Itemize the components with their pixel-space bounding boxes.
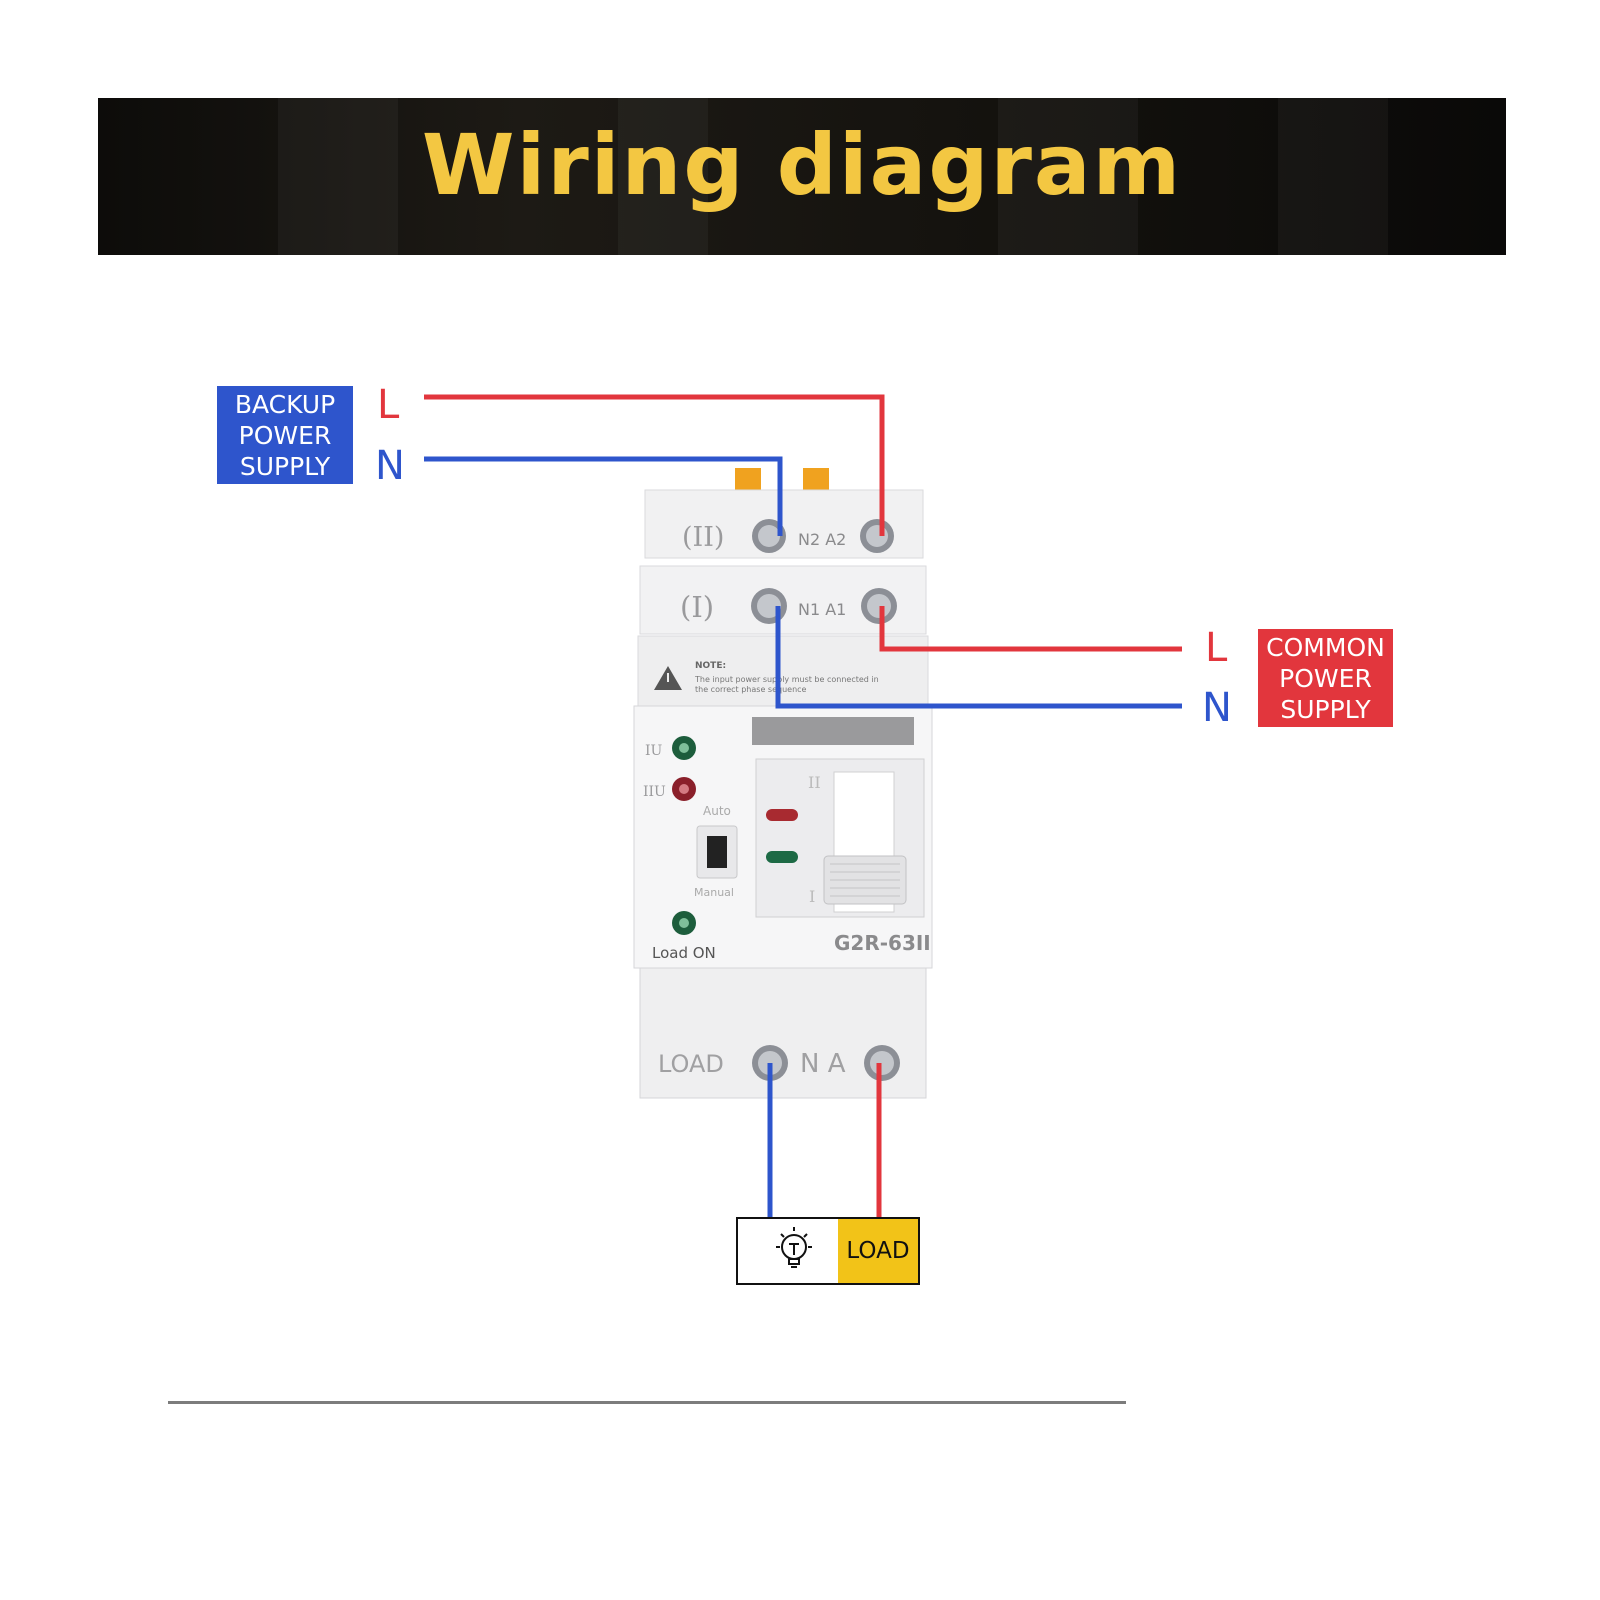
common-power-supply-label: COMMON POWER SUPPLY <box>1258 629 1393 727</box>
backup-live-wire <box>424 394 885 536</box>
row-2-terminals: N2 A2 <box>798 530 846 549</box>
common-label-line-2: POWER <box>1279 663 1372 693</box>
load-label: LOAD <box>838 1219 918 1283</box>
page-title: Wiring diagram <box>421 116 1183 214</box>
indicator-iu-led <box>672 736 696 760</box>
divider-line <box>168 1401 1126 1404</box>
handle-grip <box>830 863 900 897</box>
warning-icon <box>654 666 682 690</box>
title-banner: Wiring diagram <box>98 98 1506 255</box>
note-text-line-2: the correct phase sequence <box>695 685 807 694</box>
backup-label-line-2: POWER <box>238 420 332 450</box>
position-i-label: I <box>809 887 815 906</box>
backup-power-supply-label: BACKUP POWER SUPPLY <box>217 386 353 484</box>
terminal-n1-screw <box>751 588 787 624</box>
backup-label-line-1: BACKUP <box>234 389 336 419</box>
terminal-a1-screw <box>861 588 897 624</box>
backup-neutral-wire <box>424 456 783 536</box>
nameplate-strip <box>752 717 914 745</box>
indicator-iiu-led <box>672 777 696 801</box>
indicator-iu-label: IU <box>645 743 663 759</box>
backup-live-letter: L <box>377 382 400 428</box>
note-title: NOTE: <box>695 661 726 671</box>
row-1-label: (I) <box>680 590 714 624</box>
top-clip-left <box>735 468 761 490</box>
position-i-indicator <box>766 851 798 863</box>
position-ii-label: II <box>808 773 821 792</box>
note-text-line-1: The input power supply must be connected… <box>694 675 879 684</box>
model-number: G2R-63II <box>834 931 931 955</box>
switch-auto-label: Auto <box>703 804 731 818</box>
terminal-a2-screw <box>860 519 894 553</box>
common-live-wire <box>879 606 1182 652</box>
common-neutral-letter: N <box>1202 685 1232 731</box>
common-label-line-1: COMMON <box>1266 632 1385 662</box>
load-box: LOAD <box>736 1217 920 1285</box>
common-live-letter: L <box>1205 625 1228 671</box>
switch-manual-label: Manual <box>694 886 734 899</box>
transfer-switch-device: (II) N2 A2 (I) N1 A1 NOTE: The input pow… <box>633 468 933 1099</box>
load-on-label: Load ON <box>652 944 716 962</box>
row-2-label: (II) <box>682 522 724 553</box>
top-clip-right <box>803 468 829 490</box>
row-1-terminals: N1 A1 <box>798 600 846 619</box>
position-ii-indicator <box>766 809 798 821</box>
switch-knob <box>707 836 727 868</box>
backup-label-line-3: SUPPLY <box>239 451 331 481</box>
backup-neutral-letter: N <box>375 443 405 489</box>
terminal-load-a-screw <box>864 1045 900 1081</box>
load-on-led <box>672 911 696 935</box>
output-load-label: LOAD <box>658 1050 724 1078</box>
lightbulb-icon <box>738 1219 838 1283</box>
common-neutral-wire <box>775 606 1182 709</box>
common-label-line-3: SUPPLY <box>1280 694 1371 724</box>
output-terminals-label: N A <box>800 1049 846 1079</box>
indicator-iiu-label: IIU <box>643 784 666 800</box>
